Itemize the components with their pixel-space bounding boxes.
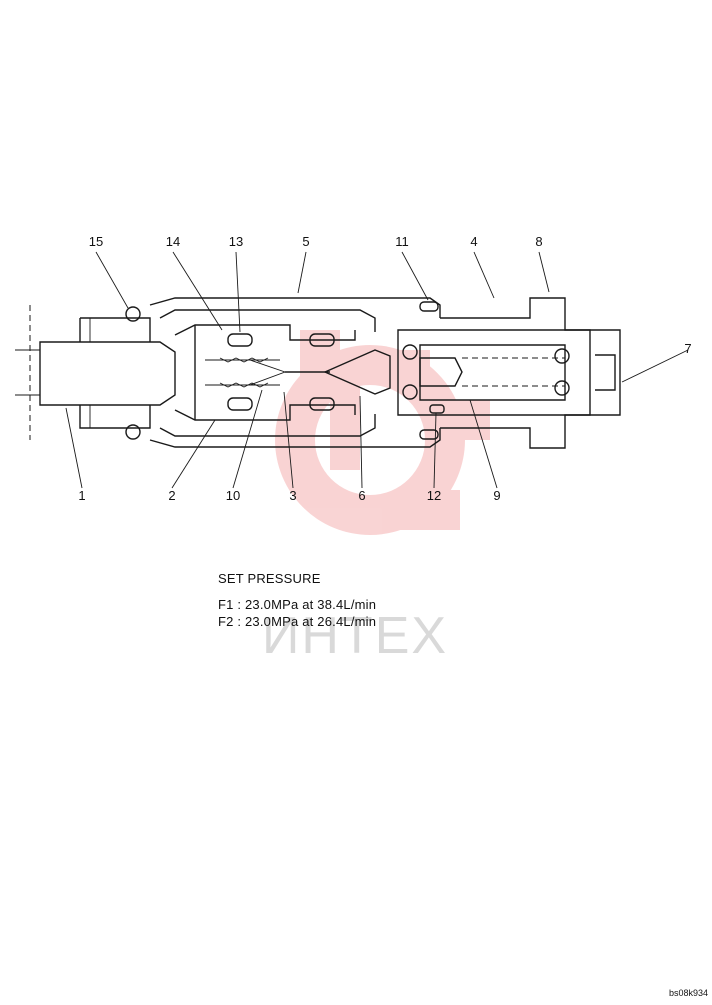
part-label-15: 15 (88, 234, 104, 249)
part-label-8: 8 (535, 234, 543, 249)
part-label-3: 3 (289, 488, 297, 503)
housing-right (440, 297, 621, 449)
part-label-6: 6 (358, 488, 366, 503)
part-label-7: 7 (684, 341, 692, 356)
seal-13-top (227, 333, 253, 347)
part-label-11: 11 (395, 234, 409, 249)
nut-top (79, 317, 151, 342)
part-label-4: 4 (470, 234, 478, 249)
seal-13-bottom (227, 397, 253, 411)
o-ring-11-bottom (419, 429, 439, 440)
set-pressure-f2: F2 : 23.0MPa at 26.4L/min (218, 614, 377, 629)
part-label-2: 2 (168, 488, 176, 503)
poppet-cone-6 (323, 349, 391, 395)
part-label-5: 5 (302, 234, 310, 249)
plug-shaft (39, 341, 176, 406)
nut-bottom (79, 405, 151, 429)
sleeve-bottom (174, 404, 356, 421)
o-ring-11-top (419, 301, 439, 312)
o-ring-15-bottom (125, 424, 141, 440)
set-pressure-title: SET PRESSURE (218, 571, 321, 586)
watermark-text: ИНТЕХ (262, 607, 449, 665)
seal-12 (429, 404, 445, 414)
part-label-13: 13 (228, 234, 244, 249)
adjust-screw (595, 354, 616, 391)
part-label-12: 12 (426, 488, 442, 503)
o-ring-15-top (125, 306, 141, 322)
set-pressure-f1: F1 : 23.0MPa at 38.4L/min (218, 597, 377, 612)
drawing-code: bs08k934 (668, 988, 708, 998)
seal-right-top (309, 333, 335, 347)
part-label-10: 10 (225, 488, 241, 503)
sleeve-top (174, 324, 356, 341)
part-label-14: 14 (165, 234, 181, 249)
housing-bottom (149, 428, 441, 448)
housing-top (149, 297, 441, 318)
leader-lines (65, 251, 689, 489)
spring-10 (205, 359, 280, 386)
part-label-1: 1 (78, 488, 86, 503)
part-label-9: 9 (493, 488, 501, 503)
watermark-emblem (275, 330, 490, 535)
seal-right-bottom (309, 397, 335, 411)
